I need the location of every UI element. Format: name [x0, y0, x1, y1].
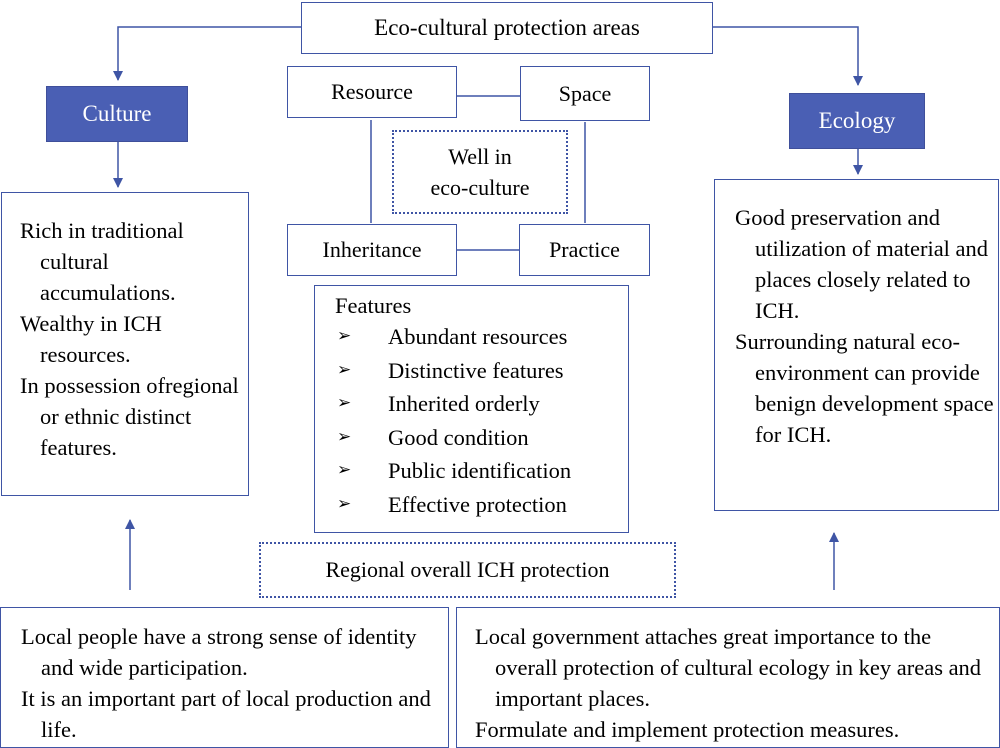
arrow-bullet-icon: ➢	[337, 393, 352, 413]
feature-label: Abundant resources	[388, 324, 568, 349]
culture-items: Rich in traditional cultural accumulatio…	[20, 215, 244, 463]
ecology-item: Surrounding natural eco-environment can …	[735, 329, 994, 447]
ecology-items: Good preservation and utilization of mat…	[735, 202, 994, 450]
local-people-box: Local people have a strong sense of iden…	[0, 607, 449, 748]
feature-item: ➢ Effective protection	[315, 488, 628, 522]
feature-item: ➢ Abundant resources	[315, 320, 628, 354]
local-government-items: Local government attaches great importan…	[475, 621, 995, 745]
local-government-item: Formulate and implement protection measu…	[475, 717, 900, 742]
top-title-box: Eco-cultural protection areas	[301, 2, 713, 54]
core-line-1: Well in	[448, 144, 512, 169]
local-government-item: Local government attaches great importan…	[475, 624, 982, 711]
space-box: Space	[520, 66, 650, 121]
culture-item: Wealthy in ICH resources.	[20, 311, 162, 367]
feature-label: Inherited orderly	[388, 391, 540, 416]
ecology-label: Ecology	[818, 108, 896, 133]
culture-label: Culture	[82, 101, 152, 126]
feature-label: Good condition	[388, 424, 529, 450]
ecology-label-box: Ecology	[789, 93, 925, 149]
arrow-bullet-icon: ➢	[337, 460, 352, 480]
culture-item: In possession ofregional or ethnic disti…	[20, 373, 239, 460]
culture-label-box: Culture	[46, 86, 188, 142]
inheritance-box: Inheritance	[287, 224, 457, 276]
feature-label: Effective protection	[388, 491, 567, 517]
top-title: Eco-cultural protection areas	[374, 15, 640, 40]
feature-item: ➢ Public identification	[315, 454, 628, 488]
local-people-items: Local people have a strong sense of iden…	[21, 621, 444, 745]
features-title: Features	[335, 293, 412, 318]
culture-item: Rich in traditional cultural accumulatio…	[20, 218, 184, 305]
practice-box: Practice	[519, 224, 650, 276]
regional-protection-label: Regional overall ICH protection	[325, 557, 610, 582]
core-concept-box: Well in eco-culture	[392, 130, 568, 214]
resource-box: Resource	[287, 66, 457, 118]
arrow-bullet-icon: ➢	[337, 326, 352, 346]
resource-label: Resource	[331, 79, 413, 104]
arrow-bullet-icon: ➢	[337, 493, 352, 514]
ecology-description-box: Good preservation and utilization of mat…	[714, 179, 999, 511]
arrow-top-to-culture	[113, 26, 302, 81]
inheritance-label: Inheritance	[322, 237, 422, 262]
feature-item: ➢ Distinctive features	[315, 354, 628, 388]
regional-protection-box: Regional overall ICH protection	[259, 542, 676, 598]
features-list: ➢ Abundant resources ➢ Distinctive feature…	[315, 320, 628, 521]
culture-description-box: Rich in traditional cultural accumulatio…	[1, 192, 249, 496]
feature-label: Distinctive features	[388, 357, 564, 383]
practice-label: Practice	[549, 237, 620, 262]
arrow-bullet-icon: ➢	[337, 359, 352, 380]
core-line-2: eco-culture	[430, 175, 530, 200]
local-government-box: Local government attaches great importan…	[456, 607, 1000, 748]
features-box: Features ➢ Abundant resources ➢ Distinctiv…	[314, 285, 629, 533]
local-people-item: It is an important part of local product…	[21, 686, 431, 742]
ecology-item: Good preservation and utilization of mat…	[735, 205, 989, 323]
local-people-item: Local people have a strong sense of iden…	[21, 624, 417, 680]
feature-item: ➢ Inherited orderly	[315, 387, 628, 421]
arrow-bullet-icon: ➢	[337, 426, 352, 447]
arrow-top-to-ecology	[712, 26, 863, 86]
space-label: Space	[558, 80, 612, 106]
feature-label: Public identification	[388, 458, 572, 483]
feature-item: ➢ Good condition	[315, 421, 628, 455]
